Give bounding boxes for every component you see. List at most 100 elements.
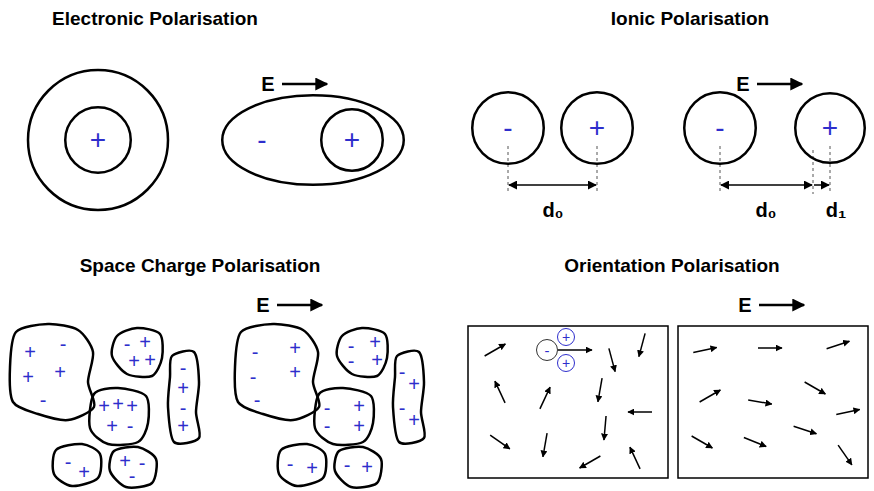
charge-sign: - (252, 342, 259, 362)
charge-sign: - (545, 343, 550, 358)
charge-sign: - (287, 454, 294, 474)
charge-sign: + (344, 126, 360, 154)
charge-sign: - (65, 452, 72, 472)
charge-sign: + (177, 416, 189, 436)
dipole-arrow (598, 378, 602, 402)
nucleus-circle: + (64, 106, 132, 174)
dipole-arrow (758, 347, 782, 349)
charge-sign: + (822, 114, 838, 142)
ion-circle: - (471, 91, 545, 165)
charge-sign: - (254, 390, 261, 410)
charge-sign: + (126, 396, 138, 416)
dipole-arrow (744, 438, 766, 447)
circle-outline (561, 92, 633, 164)
panel-title: Ionic Polarisation (611, 9, 769, 28)
outline (313, 388, 375, 444)
grain-outline (168, 351, 200, 444)
charge-sign: + (144, 350, 156, 370)
dipole-arrow (540, 387, 550, 409)
charge-sign: - (257, 126, 266, 154)
charge-circle: - (536, 339, 558, 361)
ion-circle: + (794, 92, 866, 164)
dipole-arrow (495, 381, 505, 403)
outline (233, 322, 321, 422)
charge-sign: + (562, 356, 570, 370)
grain: -+++ (112, 328, 164, 378)
outline (391, 352, 425, 442)
charge-sign: + (112, 394, 124, 414)
grain: -+-+ (391, 352, 425, 442)
grain: +-++- (8, 322, 96, 422)
charge-sign: - (139, 453, 146, 473)
charge-sign: + (562, 330, 570, 344)
charge-circle: + (557, 328, 575, 346)
charge-sign: + (24, 342, 36, 362)
charge-sign: + (54, 362, 66, 382)
field-arrow (757, 83, 802, 86)
charge-sign: - (180, 358, 187, 378)
circle-outline (558, 329, 575, 346)
dipole-arrow (609, 348, 615, 371)
charge-sign: + (78, 462, 90, 482)
charge-sign: + (177, 378, 189, 398)
charge-sign: - (399, 398, 406, 418)
charge-sign: + (106, 416, 118, 436)
grain-outline (278, 444, 327, 486)
charge-sign: - (503, 114, 512, 142)
electron-cloud: -+ (221, 94, 405, 186)
distance-arrow (509, 184, 596, 186)
dipole-arrow (794, 426, 817, 433)
grain: -+-+ (313, 388, 375, 444)
charge-sign: + (98, 396, 110, 416)
field-label: E (261, 74, 274, 94)
field-arrow (759, 304, 804, 307)
circle-outline (558, 355, 575, 372)
outline (277, 444, 327, 486)
grain: +-- (110, 447, 158, 487)
ion-circle: + (560, 91, 634, 165)
nucleus-circle: + (320, 108, 384, 172)
panel-title: Orientation Polarisation (564, 256, 779, 275)
grain-outline (337, 328, 388, 377)
dipole-arrow (485, 344, 506, 356)
circle-outline (321, 109, 383, 171)
charge-sign: - (180, 398, 187, 418)
dipole-arrow (628, 411, 652, 413)
dipole-arrow (700, 390, 721, 402)
charge-sign: + (408, 410, 420, 430)
charge-sign: + (22, 367, 34, 387)
charge-sign: - (715, 114, 724, 142)
charge-sign: - (344, 455, 351, 475)
grain-outline (53, 444, 102, 486)
charge-circle: + (557, 354, 575, 372)
grain-outline (334, 447, 381, 488)
distance-label: d₀ (542, 200, 563, 220)
dipole-arrow (630, 447, 640, 469)
dipole-arrow (748, 400, 772, 404)
outline (335, 447, 383, 487)
charge-sign: + (90, 126, 106, 154)
charge-sign: + (589, 114, 605, 142)
charge-sign: + (289, 338, 301, 358)
grain-outline (109, 447, 156, 488)
charge-sign: - (348, 351, 355, 371)
grain-outline (89, 388, 149, 445)
dipole-arrow (490, 435, 510, 449)
field-label: E (256, 295, 269, 315)
grain-outline (112, 328, 163, 377)
charge-sign: - (60, 334, 67, 354)
charge-sign: + (353, 396, 365, 416)
charge-sign: - (127, 416, 134, 436)
dipole-arrows (485, 333, 860, 468)
dipole-arrow (639, 333, 645, 356)
circle-outline (472, 92, 544, 164)
sample-box (468, 326, 668, 478)
dipole-arrow (692, 436, 713, 448)
charge-sign: + (361, 457, 373, 477)
circle-outline (795, 93, 865, 163)
circle-outline (222, 95, 404, 185)
field-arrow (282, 83, 327, 86)
grain-outline (235, 324, 320, 420)
dipole-arrow (558, 349, 592, 351)
outline (8, 322, 96, 422)
